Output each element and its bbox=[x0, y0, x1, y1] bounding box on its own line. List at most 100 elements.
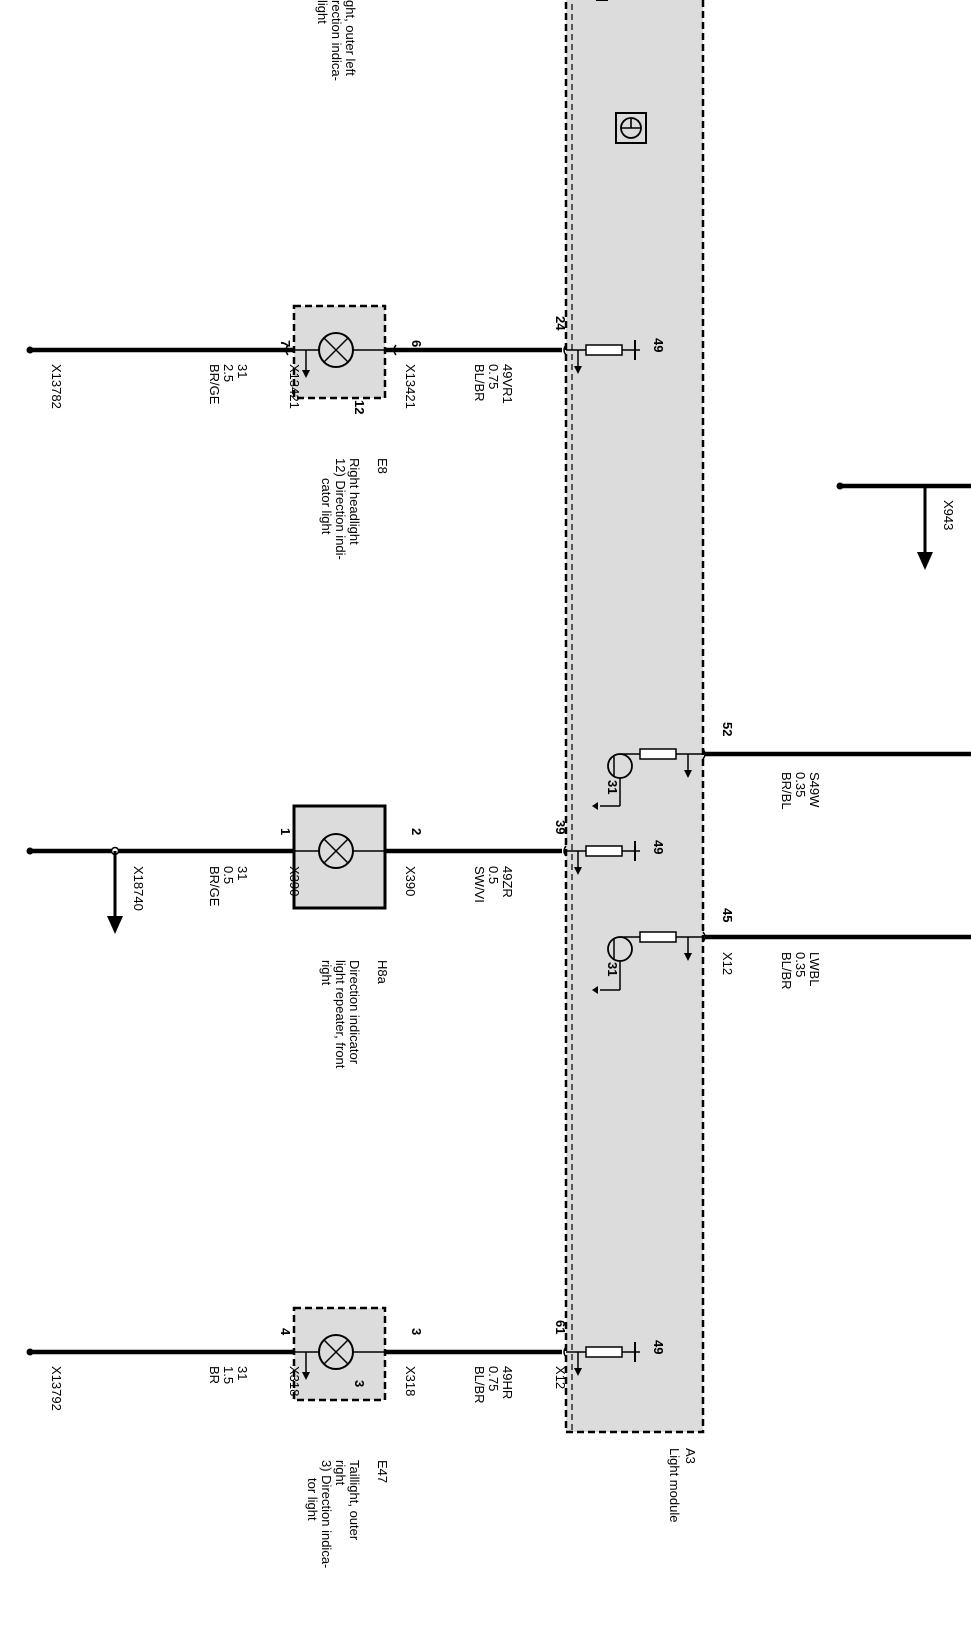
e47-pin-left: 4 bbox=[278, 1328, 293, 1336]
e47-ground-label: X13792 bbox=[49, 1366, 64, 1411]
pin-52-ground-label: 31 bbox=[605, 780, 620, 794]
h8a-wire-left-size: 0.5 bbox=[221, 866, 236, 884]
top-left-component-note: ght, outer left rection indica- light bbox=[315, 0, 358, 81]
h8a-component-box bbox=[292, 804, 387, 910]
h8a-connector-right: X390 bbox=[403, 866, 418, 896]
pin-61-signal-label: 49 bbox=[651, 1340, 666, 1354]
circuit-e8: 12 7 6 X13421 X13421 49VR1 0.75 BL/BR 31… bbox=[26, 304, 562, 560]
h8a-wire-left-color: BR/GE bbox=[207, 866, 222, 907]
pin-39-signal-label: 49 bbox=[651, 840, 666, 854]
e47-wire-right-size: 0.75 bbox=[486, 1366, 501, 1391]
pin-24-label: 24 bbox=[553, 316, 568, 331]
pin-45-ground-label: 31 bbox=[605, 962, 620, 976]
e8-wire-right-code: 49VR1 bbox=[500, 364, 515, 404]
ground-arrow-icon bbox=[302, 1372, 310, 1380]
light-module-box bbox=[564, 0, 705, 1434]
note-line-1: ght, outer left bbox=[343, 0, 358, 76]
e47-connector-right: X318 bbox=[403, 1366, 418, 1396]
module-pin-61: 61 49 X12 bbox=[553, 1320, 666, 1389]
light-module-name: Light module bbox=[667, 1448, 682, 1522]
e8-connector-left: X13421 bbox=[287, 364, 302, 409]
e8-component-box bbox=[292, 304, 387, 400]
e47-desc-1: Taillight, outer bbox=[347, 1460, 362, 1541]
resistor-icon bbox=[639, 748, 677, 760]
e8-wire-right-color: BL/BR bbox=[472, 364, 487, 402]
h8a-connector-left: X390 bbox=[287, 866, 302, 896]
ground-terminal-icon bbox=[26, 346, 34, 354]
e47-pin-right: 3 bbox=[409, 1328, 424, 1335]
note-line-3: light bbox=[315, 0, 330, 24]
pin-52-label: 52 bbox=[720, 722, 735, 736]
light-module-a3: A3 Light module bbox=[564, 0, 705, 1522]
e8-wire-left-color: BR/GE bbox=[207, 364, 222, 405]
module-pin-52: 52 31 S49W 0.35 BR/BL bbox=[592, 722, 971, 810]
e47-wire-left-color: BR bbox=[207, 1366, 222, 1384]
wire-45-color: BL/BR bbox=[779, 952, 794, 990]
ground-arrow-icon bbox=[574, 1368, 582, 1376]
h8a-desc-1: Direction indicator bbox=[347, 960, 362, 1065]
e8-desc-1: Right headlight bbox=[347, 458, 362, 545]
module-pin-39: 39 49 bbox=[553, 820, 666, 875]
h8a-desc-3: right bbox=[319, 960, 334, 986]
e8-ground-label: X13782 bbox=[49, 364, 64, 409]
e8-desc-2: 12) Direction indi- bbox=[333, 458, 348, 560]
wire-45-size: 0.35 bbox=[793, 952, 808, 977]
e8-pin-left: 7 bbox=[278, 340, 293, 347]
pin-45-connector: X12 bbox=[720, 952, 735, 975]
e47-wire-left-size: 1.5 bbox=[221, 1366, 236, 1384]
wire-52-code: S49W bbox=[807, 772, 822, 808]
pin-39-label: 39 bbox=[553, 820, 568, 834]
control-unit-symbol-icon bbox=[615, 112, 647, 144]
terminal-icon bbox=[836, 482, 844, 490]
e8-inner-number: 12 bbox=[352, 400, 367, 414]
light-module-id: A3 bbox=[683, 1448, 698, 1464]
h8a-desc-2: light repeater, front bbox=[333, 960, 348, 1069]
wire-52-size: 0.35 bbox=[793, 772, 808, 797]
e47-inner-number: 3 bbox=[352, 1380, 367, 1387]
e47-desc-2: right bbox=[333, 1460, 348, 1486]
ground-terminal-icon bbox=[26, 847, 34, 855]
ground-arrow-icon bbox=[684, 770, 692, 778]
wire-52-color: BR/BL bbox=[779, 772, 794, 810]
x943-label: X943 bbox=[941, 500, 956, 530]
circuit-h8a: X18740 1 2 X390 X390 49ZR 0.5 SW/VI 31 0… bbox=[26, 804, 562, 1069]
note-line-2: rection indica- bbox=[329, 0, 344, 81]
e47-desc-4: tor light bbox=[305, 1478, 320, 1521]
pin-45-label: 45 bbox=[720, 908, 735, 922]
h8a-pin-left: 1 bbox=[278, 828, 293, 835]
arrow-down-icon bbox=[917, 552, 933, 570]
pin-24-signal-label: 49 bbox=[651, 338, 666, 352]
ground-arrow-icon bbox=[684, 953, 692, 961]
resistor-icon bbox=[639, 931, 677, 943]
e47-wire-left-code: 31 bbox=[235, 1366, 250, 1380]
module-pin-45: 45 31 X12 LWBL 0.35 BL/BR bbox=[592, 908, 971, 994]
ground-arrow-icon bbox=[574, 867, 582, 875]
ground-terminal-icon bbox=[26, 1348, 34, 1356]
e8-wire-left-size: 2.5 bbox=[221, 364, 236, 382]
wire-45-code: LWBL bbox=[807, 952, 822, 986]
ground-arrow-icon bbox=[574, 366, 582, 374]
h8a-pin-right: 2 bbox=[409, 828, 424, 835]
x943-branch: X943 bbox=[836, 482, 971, 570]
e47-connector-left: X318 bbox=[287, 1366, 302, 1396]
h8a-splice-label: X18740 bbox=[131, 866, 146, 911]
e47-wire-right-code: 49HR bbox=[500, 1366, 515, 1399]
resistor-icon bbox=[585, 845, 623, 857]
ground-arrow-icon bbox=[302, 370, 310, 378]
e8-desc-3: cator light bbox=[319, 478, 334, 535]
e8-connector-right: X13421 bbox=[403, 364, 418, 409]
h8a-id: H8a bbox=[375, 960, 390, 985]
e8-wire-right-size: 0.75 bbox=[486, 364, 501, 389]
e47-component-box bbox=[292, 1306, 387, 1402]
module-pin-24: 24 49 bbox=[553, 316, 666, 374]
h8a-wire-right-code: 49ZR bbox=[500, 866, 515, 898]
e8-pin-right: 6 bbox=[409, 340, 424, 347]
pin-61-connector: X12 bbox=[553, 1366, 568, 1389]
h8a-wire-right-color: SW/VI bbox=[472, 866, 487, 903]
pin-61-label: 61 bbox=[553, 1320, 568, 1334]
resistor-icon bbox=[585, 1346, 623, 1358]
h8a-wire-left-code: 31 bbox=[235, 866, 250, 880]
e8-wire-left-code: 31 bbox=[235, 364, 250, 378]
arrow-down-icon bbox=[107, 916, 123, 934]
